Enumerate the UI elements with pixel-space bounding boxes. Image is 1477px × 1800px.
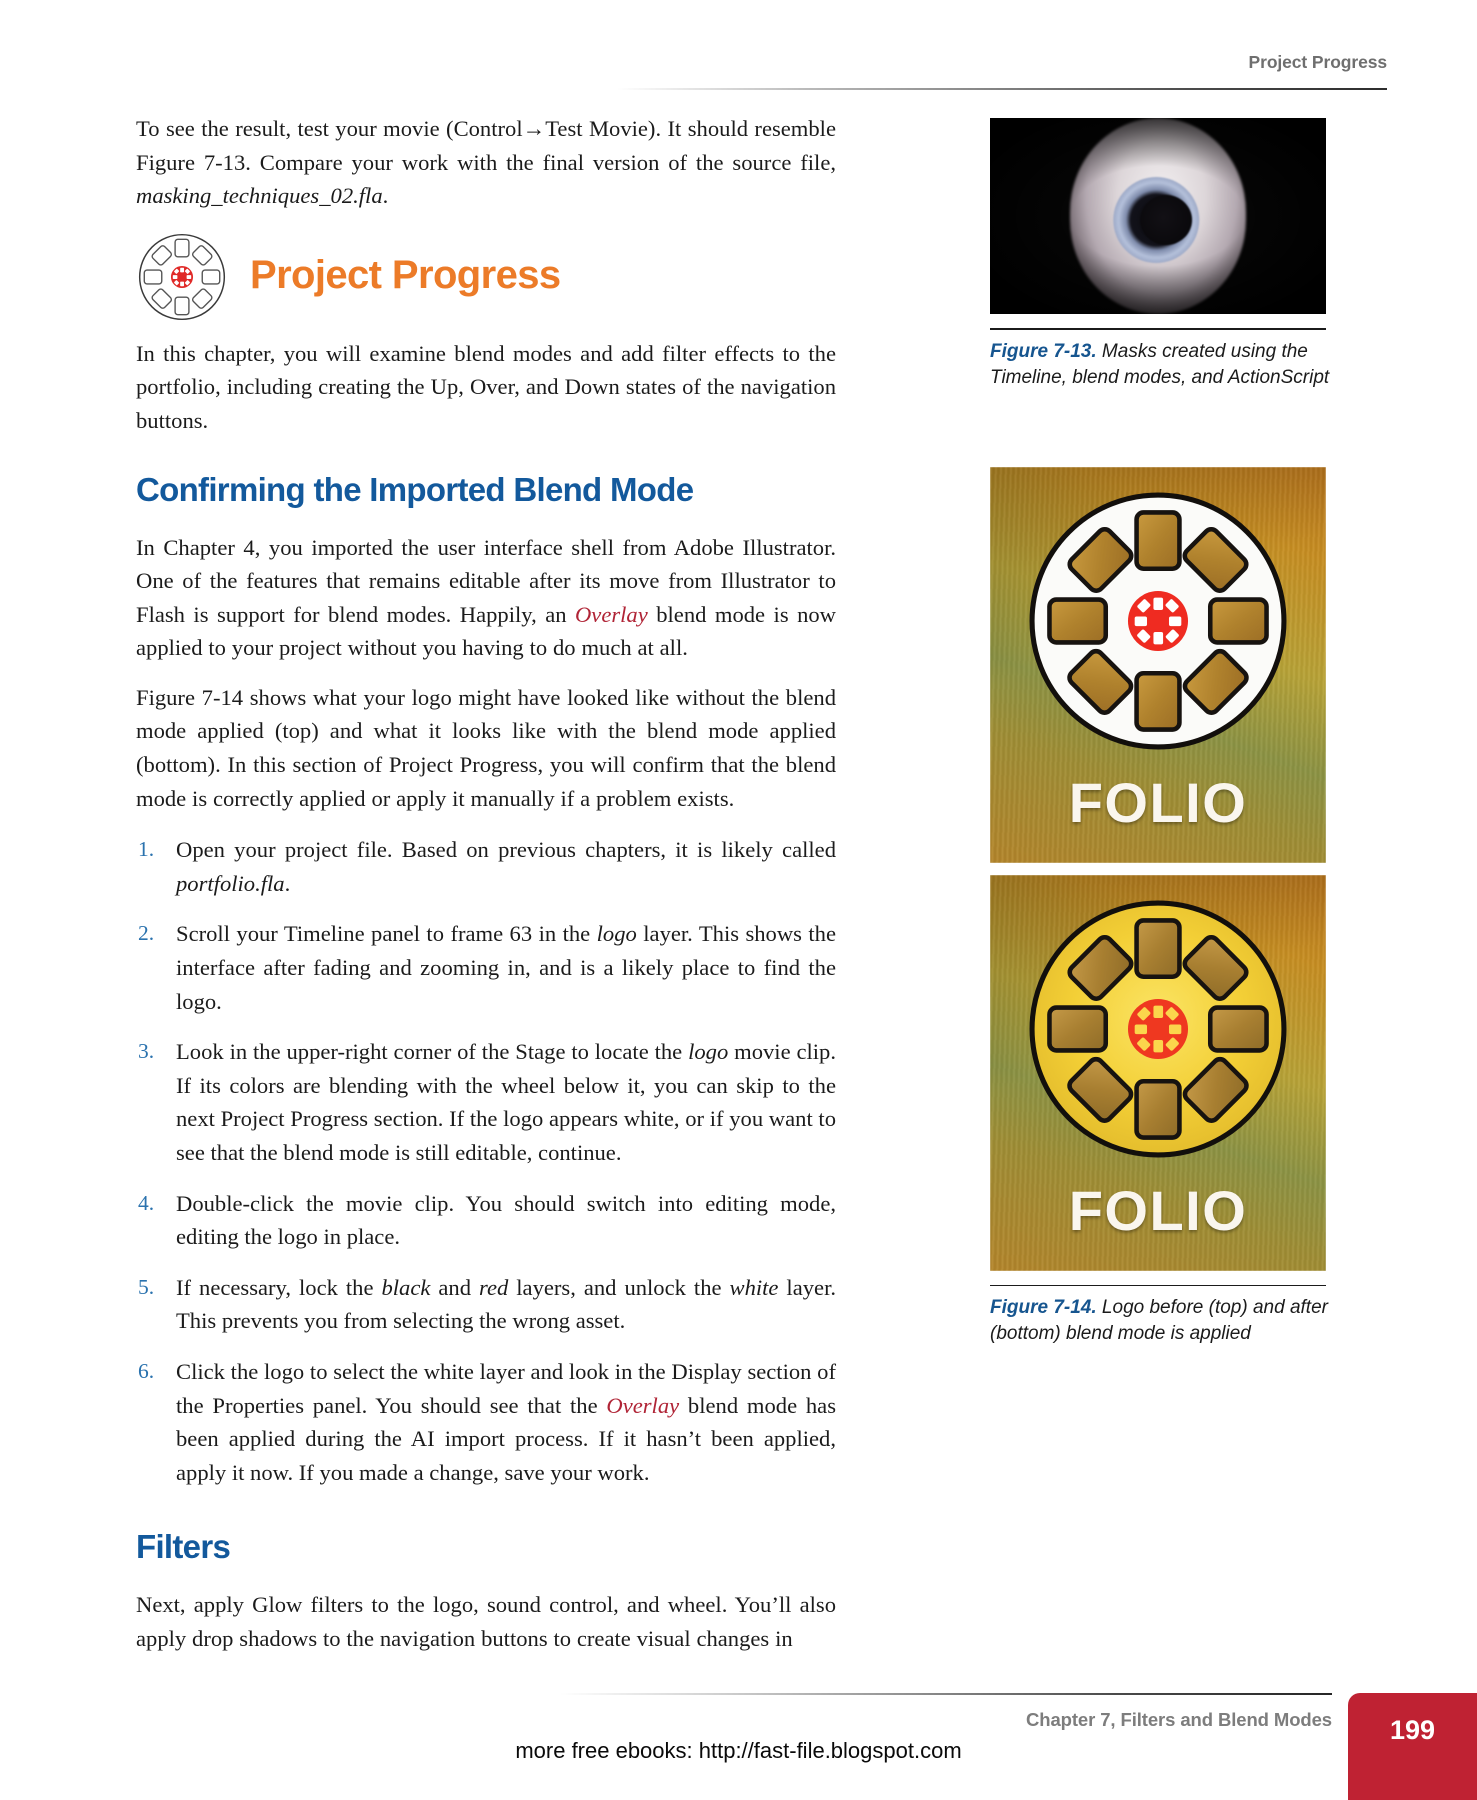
eye-photograph <box>990 118 1326 314</box>
step-text: Double-click the movie clip. You should … <box>176 1190 836 1250</box>
footer-chapter-line: Chapter 7, Filters and Blend Modes <box>1025 1709 1332 1730</box>
heading-filters: Filters <box>136 1528 231 1566</box>
figure-7-14-caption: Figure 7-14. Logo before (top) and after… <box>990 1295 1330 1347</box>
figure-column: Figure 7-13. Masks created using the Tim… <box>990 118 1387 1347</box>
filters-paragraph: Next, apply Glow filters to the logo, so… <box>136 1592 836 1651</box>
list-item: 3. Look in the upper-right corner of the… <box>136 1035 836 1169</box>
list-item: 1. Open your project file. Based on prev… <box>136 833 836 900</box>
page-number: 199 <box>1389 1715 1436 1745</box>
numbered-steps-list: 1. Open your project file. Based on prev… <box>136 833 836 1489</box>
step-number: 6. <box>138 1358 155 1383</box>
intro-paragraph: To see the result, test your movie (Cont… <box>136 116 836 209</box>
running-head: Project Progress <box>1248 52 1388 72</box>
main-text-column: To see the result, test your movie (Cont… <box>136 112 836 1672</box>
eye-vignette <box>990 118 1326 314</box>
project-progress-banner: Project Progress <box>136 231 836 323</box>
figure-7-13-caption: Figure 7-13. Masks created using the Tim… <box>990 339 1330 391</box>
project-progress-paragraph: In this chapter, you will examine blend … <box>136 340 836 433</box>
figure-7-14: FOLIO <box>990 466 1387 1348</box>
list-item: 2. Scroll your Timeline panel to frame 6… <box>136 917 836 1018</box>
figure-caption-rule <box>990 1284 1326 1287</box>
logo-wheel-gold-overlay-blend: FOLIO <box>990 874 1326 1271</box>
logo-wheel-overlay <box>1024 895 1292 1163</box>
folio-wordmark: FOLIO <box>1068 1178 1248 1242</box>
step-text: Open your project file. Based on previou… <box>176 837 836 896</box>
figure-label: Figure 7-14. <box>990 1297 1097 1319</box>
figure-label: Figure 7-13. <box>990 340 1097 362</box>
footer-divider-rule <box>560 1693 1332 1695</box>
confirming-paragraph-2: Figure 7-14 shows what your logo might h… <box>136 684 836 811</box>
figure-caption-rule <box>990 328 1326 330</box>
step-number: 1. <box>138 837 155 862</box>
list-item: 5. If necessary, lock the black and red … <box>136 1271 836 1338</box>
step-number: 2. <box>138 921 155 946</box>
step-text: Scroll your Timeline panel to frame 63 i… <box>176 921 836 1014</box>
project-wheel-icon <box>136 231 228 323</box>
figure-7-13: Figure 7-13. Masks created using the Tim… <box>990 118 1387 391</box>
step-number: 4. <box>138 1190 155 1215</box>
page-header: Project Progress <box>617 52 1388 79</box>
page-number-tab: 199 <box>1348 1693 1477 1800</box>
step-text: Click the logo to select the white layer… <box>176 1358 836 1485</box>
step-text: If necessary, lock the black and red lay… <box>176 1274 836 1334</box>
logo-wheel-white-no-blend: FOLIO <box>990 466 1326 863</box>
header-divider-rule <box>617 88 1387 90</box>
project-progress-title: Project Progress <box>250 252 561 297</box>
ebooks-watermark-line: more free ebooks: http://fast-file.blogs… <box>515 1738 962 1763</box>
list-item: 6. Click the logo to select the white la… <box>136 1355 836 1489</box>
logo-wheel-white <box>1024 487 1292 755</box>
step-number: 3. <box>138 1039 155 1064</box>
step-text: Look in the upper-right corner of the St… <box>176 1039 836 1166</box>
figure-caption-text: Masks created using the Timeline, blend … <box>990 340 1330 388</box>
figure-caption-text: Logo before (top) and after (bottom) ble… <box>990 1297 1328 1345</box>
heading-confirming-imported-blend-mode: Confirming the Imported Blend Mode <box>136 470 694 508</box>
list-item: 4. Double-click the movie clip. You shou… <box>136 1187 836 1254</box>
step-number: 5. <box>138 1274 155 1299</box>
folio-wordmark: FOLIO <box>1068 770 1248 834</box>
confirming-paragraph-1: In Chapter 4, you imported the user inte… <box>136 534 836 661</box>
